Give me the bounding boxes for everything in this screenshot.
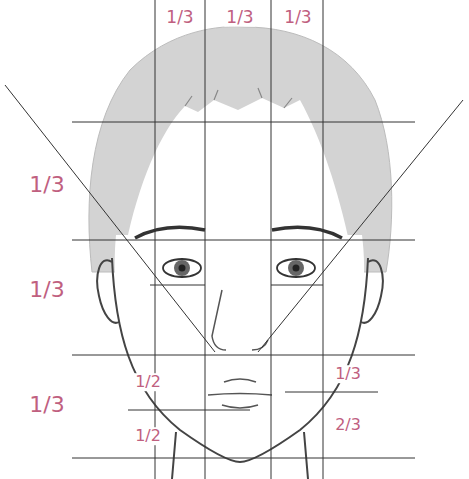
proportion-label: 1/3 [224,8,255,27]
face-skin [115,235,364,462]
proportion-label: 1/3 [282,8,313,27]
proportion-guides [5,0,463,479]
proportion-label: 1/3 [27,173,66,197]
proportion-label: 2/3 [333,416,363,434]
proportion-label: 1/3 [27,393,66,417]
proportion-label: 1/3 [333,365,363,383]
proportion-label: 1/3 [27,278,66,302]
nose-and-lips [208,290,272,408]
eyes [135,227,342,277]
face-outline [97,258,383,479]
proportion-label: 1/2 [133,373,163,391]
proportion-label: 1/2 [133,427,163,445]
proportion-label: 1/3 [164,8,195,27]
